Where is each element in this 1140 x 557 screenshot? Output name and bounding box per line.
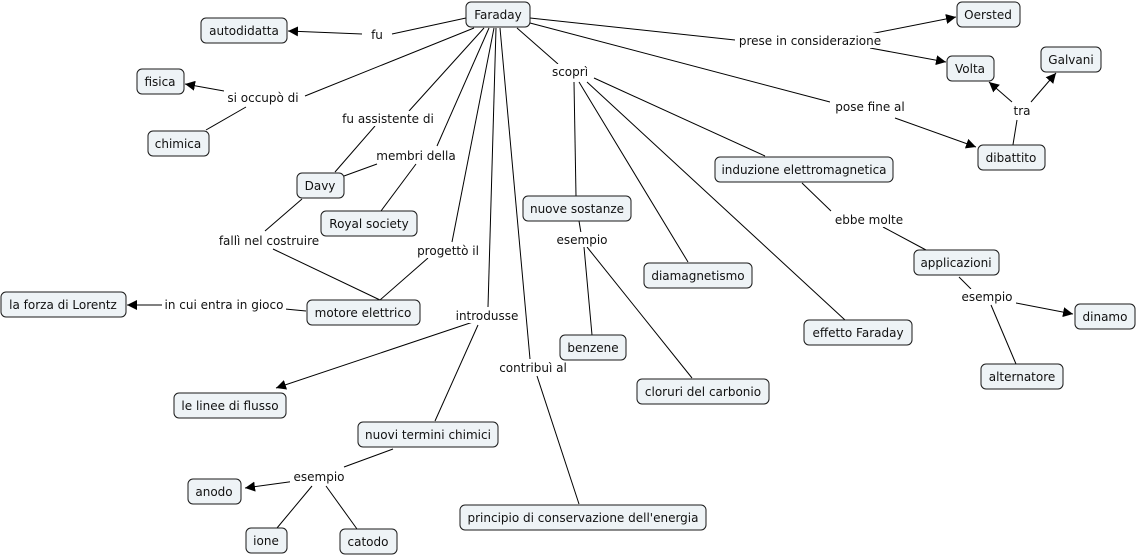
node-chimica[interactable]: chimica	[147, 130, 210, 157]
svg-text:Galvani: Galvani	[1048, 53, 1093, 67]
svg-text:applicazioni: applicazioni	[920, 256, 991, 270]
label-ebbe-molte: ebbe molte	[835, 213, 903, 227]
node-oersted[interactable]: Oersted	[956, 1, 1021, 28]
node-alternatore[interactable]: alternatore	[980, 363, 1064, 390]
node-applicazioni[interactable]: applicazioni	[913, 249, 1000, 276]
node-davy[interactable]: Davy	[296, 172, 345, 199]
node-dibattito[interactable]: dibattito	[977, 144, 1046, 171]
node-royal-society[interactable]: Royal society	[320, 210, 418, 237]
node-fisica[interactable]: fisica	[136, 68, 185, 95]
svg-text:ione: ione	[253, 534, 279, 548]
label-prese-in-considerazione: prese in considerazione	[739, 34, 881, 48]
svg-text:la forza di Lorentz: la forza di Lorentz	[9, 298, 117, 312]
svg-text:motore elettrico: motore elettrico	[315, 306, 412, 320]
node-catodo[interactable]: catodo	[339, 528, 398, 555]
svg-text:effetto Faraday: effetto Faraday	[812, 326, 903, 340]
svg-text:le linee di flusso: le linee di flusso	[181, 399, 278, 413]
label-esempio-nuove-sostanze: esempio	[557, 233, 608, 247]
label-contribui-al: contribuì al	[499, 361, 567, 375]
label-tra: tra	[1014, 104, 1031, 118]
svg-text:alternatore: alternatore	[989, 370, 1056, 384]
label-esempio-applicazioni: esempio	[962, 290, 1013, 304]
svg-text:nuove sostanze: nuove sostanze	[530, 202, 624, 216]
svg-text:principio di conservazione del: principio di conservazione dell'energia	[467, 511, 698, 525]
node-nuove-sostanze[interactable]: nuove sostanze	[522, 195, 632, 222]
label-in-cui-entra-in-gioco: in cui entra in gioco	[165, 298, 284, 312]
label-introdusse: introdusse	[456, 309, 519, 323]
label-falli-nel-costruire: fallì nel costruire	[219, 234, 319, 248]
node-diamagnetismo[interactable]: diamagnetismo	[643, 262, 753, 289]
svg-text:catodo: catodo	[348, 535, 389, 549]
node-motore-elettrico[interactable]: motore elettrico	[306, 299, 421, 326]
label-si-occupo-di: si occupò di	[227, 91, 298, 105]
label-progetto-il: progettò il	[417, 244, 479, 258]
svg-text:autodidatta: autodidatta	[209, 24, 279, 38]
svg-text:fisica: fisica	[144, 75, 175, 89]
svg-text:anodo: anodo	[195, 485, 232, 499]
label-scopri: scoprì	[552, 65, 588, 79]
node-ione[interactable]: ione	[245, 527, 288, 554]
node-benzene[interactable]: benzene	[559, 334, 627, 361]
label-fu: fu	[371, 28, 383, 42]
node-effetto-faraday[interactable]: effetto Faraday	[803, 319, 913, 346]
node-cloruri-del-carbonio[interactable]: cloruri del carbonio	[636, 378, 770, 405]
connection-lines	[127, 14, 1074, 530]
label-esempio-termini: esempio	[294, 470, 345, 484]
node-galvani[interactable]: Galvani	[1040, 46, 1102, 73]
svg-text:dibattito: dibattito	[986, 151, 1037, 165]
node-faraday[interactable]: Faraday	[465, 1, 531, 28]
svg-text:induzione elettromagnetica: induzione elettromagnetica	[721, 163, 886, 177]
node-volta[interactable]: Volta	[946, 55, 995, 82]
label-membri-della: membri della	[376, 149, 455, 163]
svg-text:nuovi termini chimici: nuovi termini chimici	[365, 428, 491, 442]
svg-text:benzene: benzene	[567, 341, 618, 355]
svg-text:dinamo: dinamo	[1083, 310, 1128, 324]
node-la-forza-di-lorentz[interactable]: la forza di Lorentz	[0, 291, 127, 318]
node-anodo[interactable]: anodo	[187, 478, 242, 505]
svg-text:Davy: Davy	[305, 179, 336, 193]
node-induzione-elettromagnetica[interactable]: induzione elettromagnetica	[714, 156, 894, 183]
svg-text:diamagnetismo: diamagnetismo	[651, 269, 744, 283]
svg-text:chimica: chimica	[155, 137, 202, 151]
node-principio-conservazione-energia[interactable]: principio di conservazione dell'energia	[459, 504, 707, 531]
svg-text:Royal society: Royal society	[329, 217, 408, 231]
node-nuovi-termini-chimici[interactable]: nuovi termini chimici	[357, 421, 499, 448]
link-labels: fu prese in considerazione scoprì pose f…	[162, 27, 1036, 484]
svg-text:cloruri del carbonio: cloruri del carbonio	[645, 385, 761, 399]
svg-text:Faraday: Faraday	[474, 8, 522, 22]
node-autodidatta[interactable]: autodidatta	[200, 17, 288, 44]
label-pose-fine-al: pose fine al	[835, 100, 904, 114]
svg-text:Oersted: Oersted	[964, 8, 1012, 22]
node-le-linee-di-flusso[interactable]: le linee di flusso	[173, 392, 287, 419]
svg-text:Volta: Volta	[955, 62, 985, 76]
node-dinamo[interactable]: dinamo	[1074, 303, 1136, 330]
label-fu-assistente-di: fu assistente di	[342, 112, 434, 126]
